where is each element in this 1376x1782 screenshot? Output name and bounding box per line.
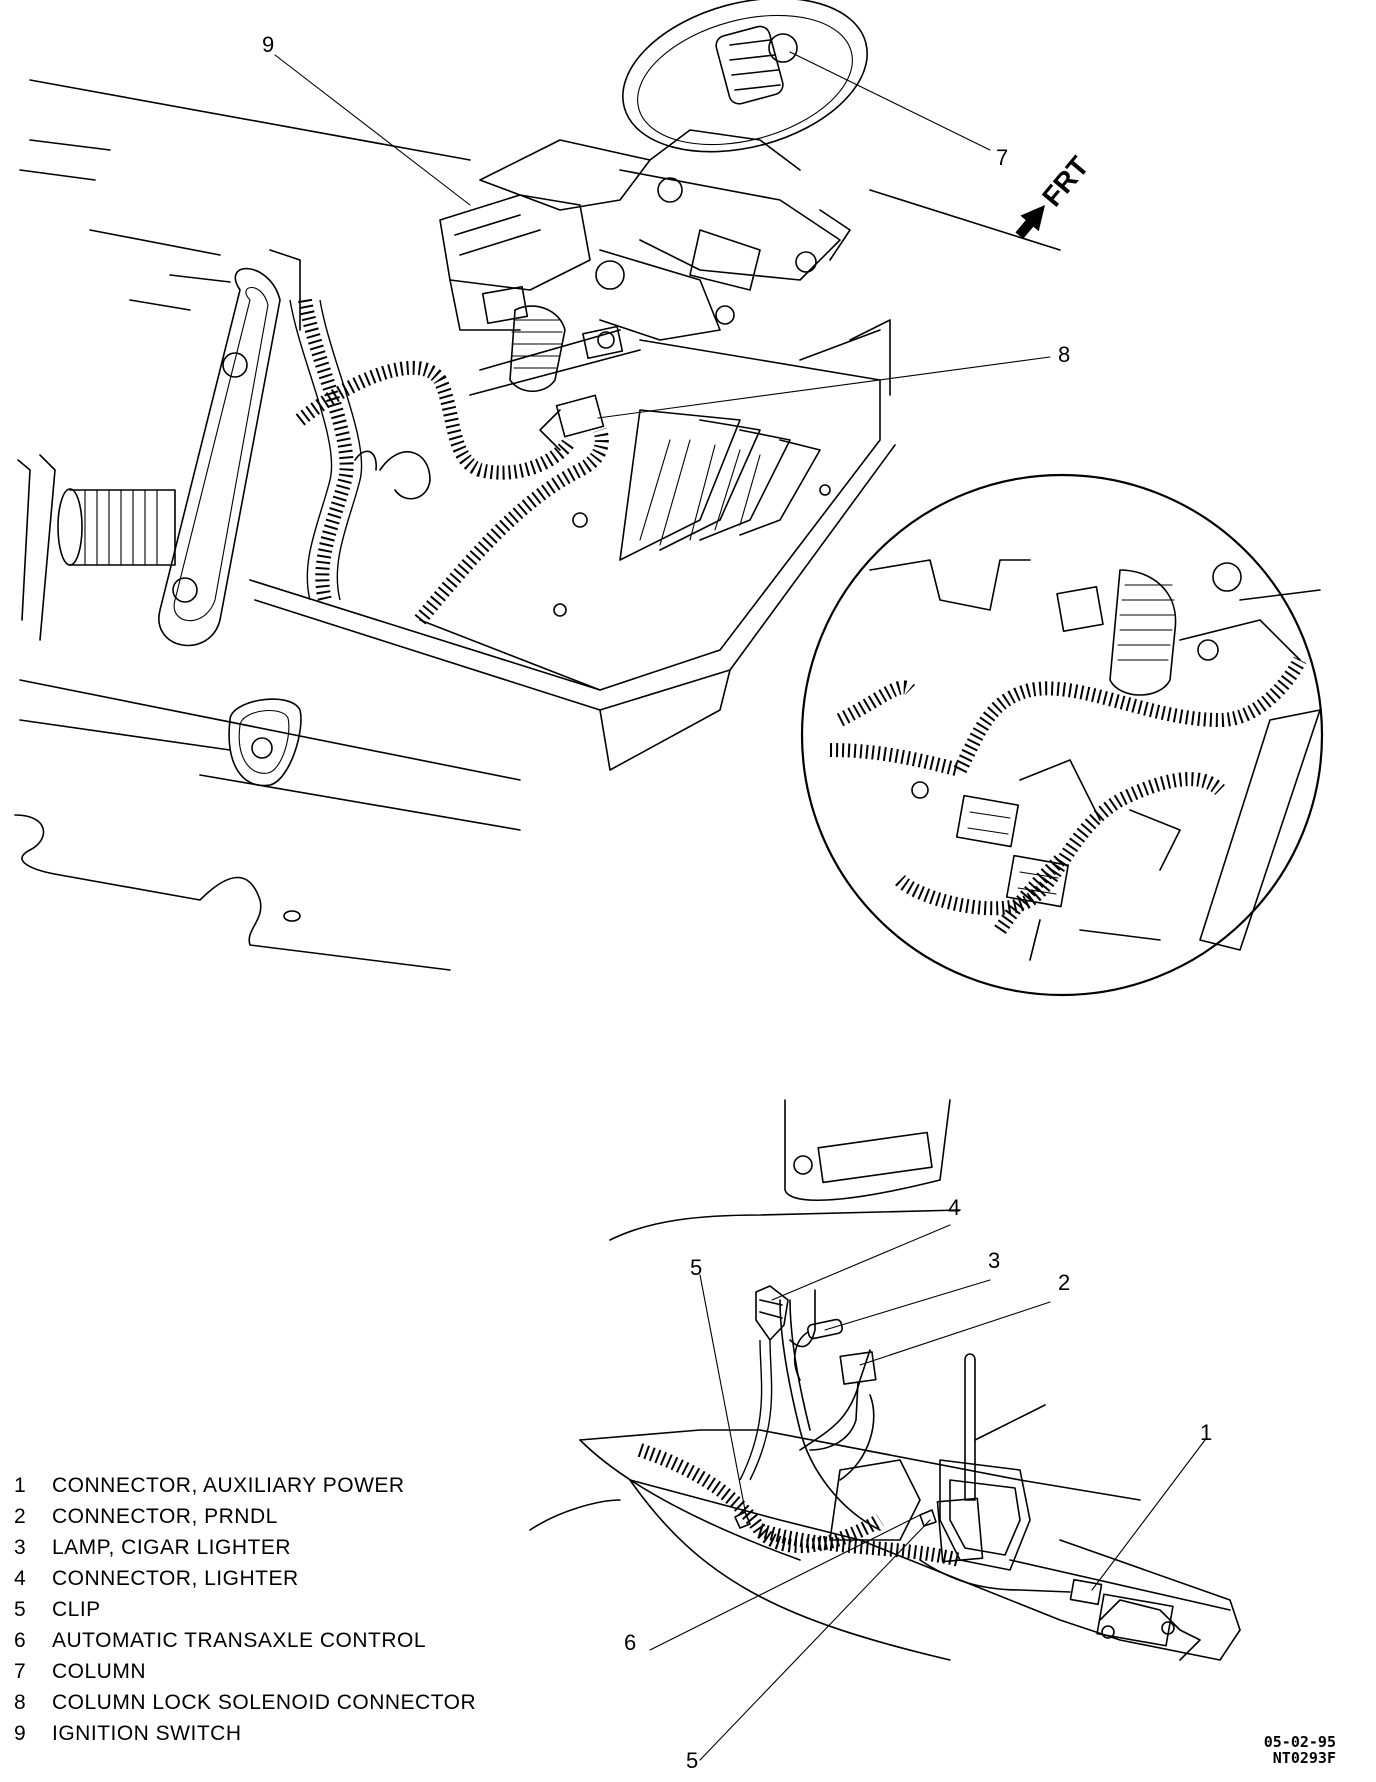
- legend-number: 8: [14, 1691, 27, 1714]
- legend-number: 7: [14, 1660, 27, 1683]
- legend-item: 8 COLUMN LOCK SOLENOID CONNECTOR: [14, 1687, 534, 1718]
- front-label: FRT: [1036, 151, 1095, 213]
- legend-label: CONNECTOR, PRNDL: [52, 1505, 278, 1528]
- reference-figure-code: NT0293F: [1272, 1749, 1336, 1767]
- callout-6: 6: [624, 1630, 636, 1655]
- legend-item: 9 IGNITION SWITCH: [14, 1718, 534, 1749]
- legend-label: COLUMN: [52, 1660, 147, 1683]
- callout-2: 2: [1058, 1270, 1070, 1295]
- front-arrow-icon: [1015, 205, 1045, 239]
- parts-legend: 1 CONNECTOR, AUXILIARY POWER 2 CONNECTOR, P…: [14, 1470, 534, 1749]
- callout-4: 4: [948, 1195, 960, 1220]
- legend-item: 2 CONNECTOR, PRNDL: [14, 1501, 534, 1532]
- legend-number: 5: [14, 1598, 27, 1621]
- detail-inset: [802, 475, 1322, 995]
- callout-8: 8: [1058, 342, 1070, 367]
- callout-labels: 9 7 8 4 5 3 2 1 6 5: [262, 32, 1212, 1773]
- leader-lines: [275, 52, 1205, 1760]
- legend-label: AUTOMATIC TRANSAXLE CONTROL: [52, 1629, 427, 1652]
- legend-item: 1 CONNECTOR, AUXILIARY POWER: [14, 1470, 534, 1501]
- callout-5-lower: 5: [686, 1748, 698, 1773]
- legend-label: IGNITION SWITCH: [52, 1722, 242, 1745]
- legend-item: 6 AUTOMATIC TRANSAXLE CONTROL: [14, 1625, 534, 1656]
- callout-1: 1: [1200, 1420, 1212, 1445]
- callout-9: 9: [262, 32, 274, 57]
- callout-7: 7: [996, 145, 1008, 170]
- reference-date: 05-02-95: [1263, 1733, 1336, 1751]
- legend-label: CONNECTOR, AUXILIARY POWER: [52, 1474, 405, 1497]
- legend-number: 4: [14, 1567, 27, 1590]
- legend-number: 6: [14, 1629, 27, 1652]
- legend-number: 3: [14, 1536, 27, 1559]
- legend-item: 3 LAMP, CIGAR LIGHTER: [14, 1532, 534, 1563]
- callout-3: 3: [988, 1248, 1000, 1273]
- legend-item: 5 CLIP: [14, 1594, 534, 1625]
- legend-item: 7 COLUMN: [14, 1656, 534, 1687]
- legend-label: CONNECTOR, LIGHTER: [52, 1567, 299, 1590]
- front-direction-indicator: FRT: [1015, 151, 1095, 239]
- legend-label: CLIP: [52, 1598, 101, 1621]
- callout-5-upper: 5: [690, 1255, 702, 1280]
- console-illustration: [530, 1100, 1240, 1660]
- legend-label: COLUMN LOCK SOLENOID CONNECTOR: [52, 1691, 477, 1714]
- reference-code: 05-02-95 NT0293F: [1264, 1734, 1336, 1766]
- legend-item: 4 CONNECTOR, LIGHTER: [14, 1563, 534, 1594]
- legend-number: 9: [14, 1722, 27, 1745]
- legend-number: 1: [14, 1474, 27, 1497]
- steering-column-illustration: [15, 0, 1060, 970]
- legend-number: 2: [14, 1505, 27, 1528]
- legend-label: LAMP, CIGAR LIGHTER: [52, 1536, 292, 1559]
